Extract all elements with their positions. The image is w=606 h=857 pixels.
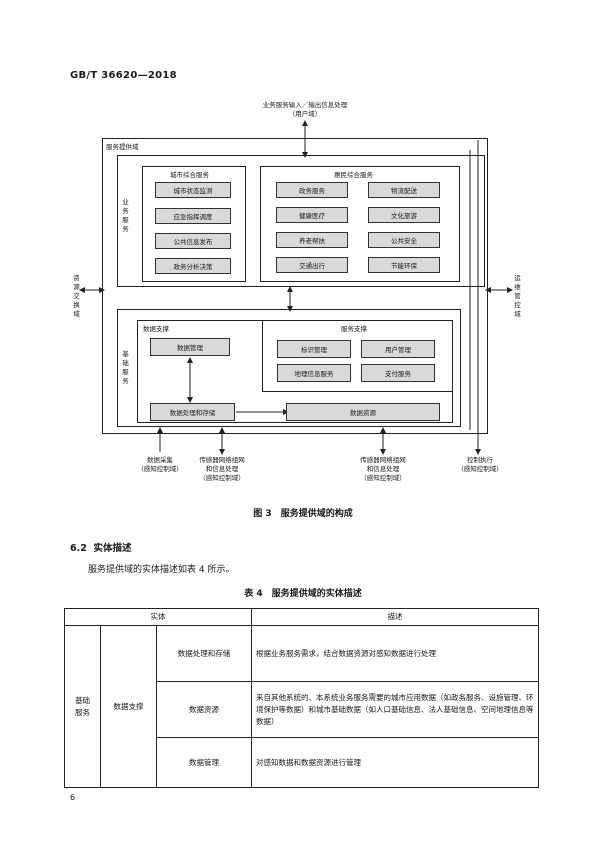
entity-cell: 数据管理 (156, 737, 252, 788)
table-header-row: 实体 描述 (64, 608, 539, 626)
header-entity: 实体 (64, 608, 252, 626)
city-service-title: 城市综合服务 (170, 171, 209, 179)
description-cell: 对感知数据和数据资源进行管理 (251, 737, 539, 788)
bottom-label-data-collection: 数据采集 （感知控制域） (137, 456, 183, 473)
subgroup-cell: 数据支撑 (100, 625, 157, 788)
benefit-service-title: 惠民综合服务 (334, 171, 373, 179)
standard-code: GB/T 36620—2018 (70, 70, 177, 81)
city-service-box (142, 166, 246, 282)
table-row: 基础服务 数据支撑 数据处理和存储 根据业务服务需求，结合数据资源对感知数据进行… (64, 625, 539, 788)
service-support-item: 用户管理 (361, 340, 435, 358)
figure-caption: 图 3 服务提供域的构成 (253, 509, 353, 519)
data-support-title: 数据支撑 (143, 325, 169, 333)
service-support-item: 地理信息服务 (277, 364, 351, 382)
data-support-item: 数据处理和存储 (150, 403, 235, 421)
benefit-service-box (260, 166, 460, 282)
data-support-item: 数据资源 (286, 403, 440, 421)
service-support-box (262, 320, 453, 392)
benefit-service-item: 政务服务 (276, 182, 348, 198)
foundation-service-box (117, 309, 461, 427)
service-support-item: 标识管理 (277, 340, 351, 358)
header-description: 描述 (251, 608, 539, 626)
top-io-label: 业务服务输入／输出信息处理 （用户域） (262, 101, 348, 118)
bottom-label-sensor-network-1: 传感器网络组网 和信息处理 （感知控制域） (199, 456, 245, 482)
entity-cell: 数据处理和存储 (156, 625, 252, 682)
city-service-item: 应急指挥调度 (155, 208, 231, 224)
table-row: 数据管理 对感知数据和数据资源进行管理 (65, 737, 539, 788)
section-paragraph: 服务提供域的实体描述如表 4 所示。 (88, 565, 235, 575)
operations-control-label: 运维管控域 (514, 274, 521, 318)
benefit-service-item: 交通出行 (276, 257, 348, 273)
table-caption: 表 4 服务提供域的实体描述 (244, 589, 362, 599)
entity-cell: 数据资源 (156, 681, 252, 738)
page-number: 6 (70, 793, 76, 802)
group-cell: 基础服务 (64, 625, 101, 788)
bottom-label-control-execution: 控制执行 （感知控制域） (457, 456, 503, 473)
benefit-service-item: 健康医疗 (276, 207, 348, 223)
city-service-item: 政务分析决策 (155, 258, 231, 274)
business-service-label: 业务服务 (122, 198, 129, 233)
entity-table: 实体 描述 基础服务 数据支撑 数据处理和存储 根据业务服务需求，结合数据资源对… (64, 608, 539, 788)
service-support-title: 服务支撑 (341, 325, 367, 333)
table-row: 数据资源 来自其他系统的、本系统业务服务需要的城市应用数据（如政务服务、设施管理… (65, 681, 539, 738)
service-domain-title: 服务提供域 (106, 143, 139, 151)
resource-exchange-label: 资源交换域 (73, 274, 80, 318)
city-service-item: 城市状态监测 (155, 182, 231, 198)
benefit-service-item: 节能环保 (368, 257, 440, 273)
data-support-item: 数据管理 (150, 338, 230, 356)
description-cell: 来自其他系统的、本系统业务服务需要的城市应用数据（如政务服务、设施管理、环境保护… (251, 681, 539, 738)
service-domain-box (102, 138, 488, 434)
benefit-service-item: 公共安全 (368, 232, 440, 248)
business-service-box (117, 155, 485, 287)
section-heading: 6.2 实体描述 (70, 543, 132, 554)
bottom-label-sensor-network-2: 传感器网络组网 和信息处理 （感知控制域） (360, 456, 406, 482)
description-cell: 根据业务服务需求，结合数据资源对感知数据进行处理 (251, 625, 539, 682)
service-support-item: 支付服务 (361, 364, 435, 382)
foundation-service-label: 基础服务 (122, 350, 129, 385)
figure-connectors (79, 120, 513, 455)
city-service-item: 公共信息发布 (155, 233, 231, 249)
benefit-service-item: 养老帮扶 (276, 232, 348, 248)
benefit-service-item: 文化旅游 (368, 207, 440, 223)
benefit-service-item: 物流配送 (368, 182, 440, 198)
